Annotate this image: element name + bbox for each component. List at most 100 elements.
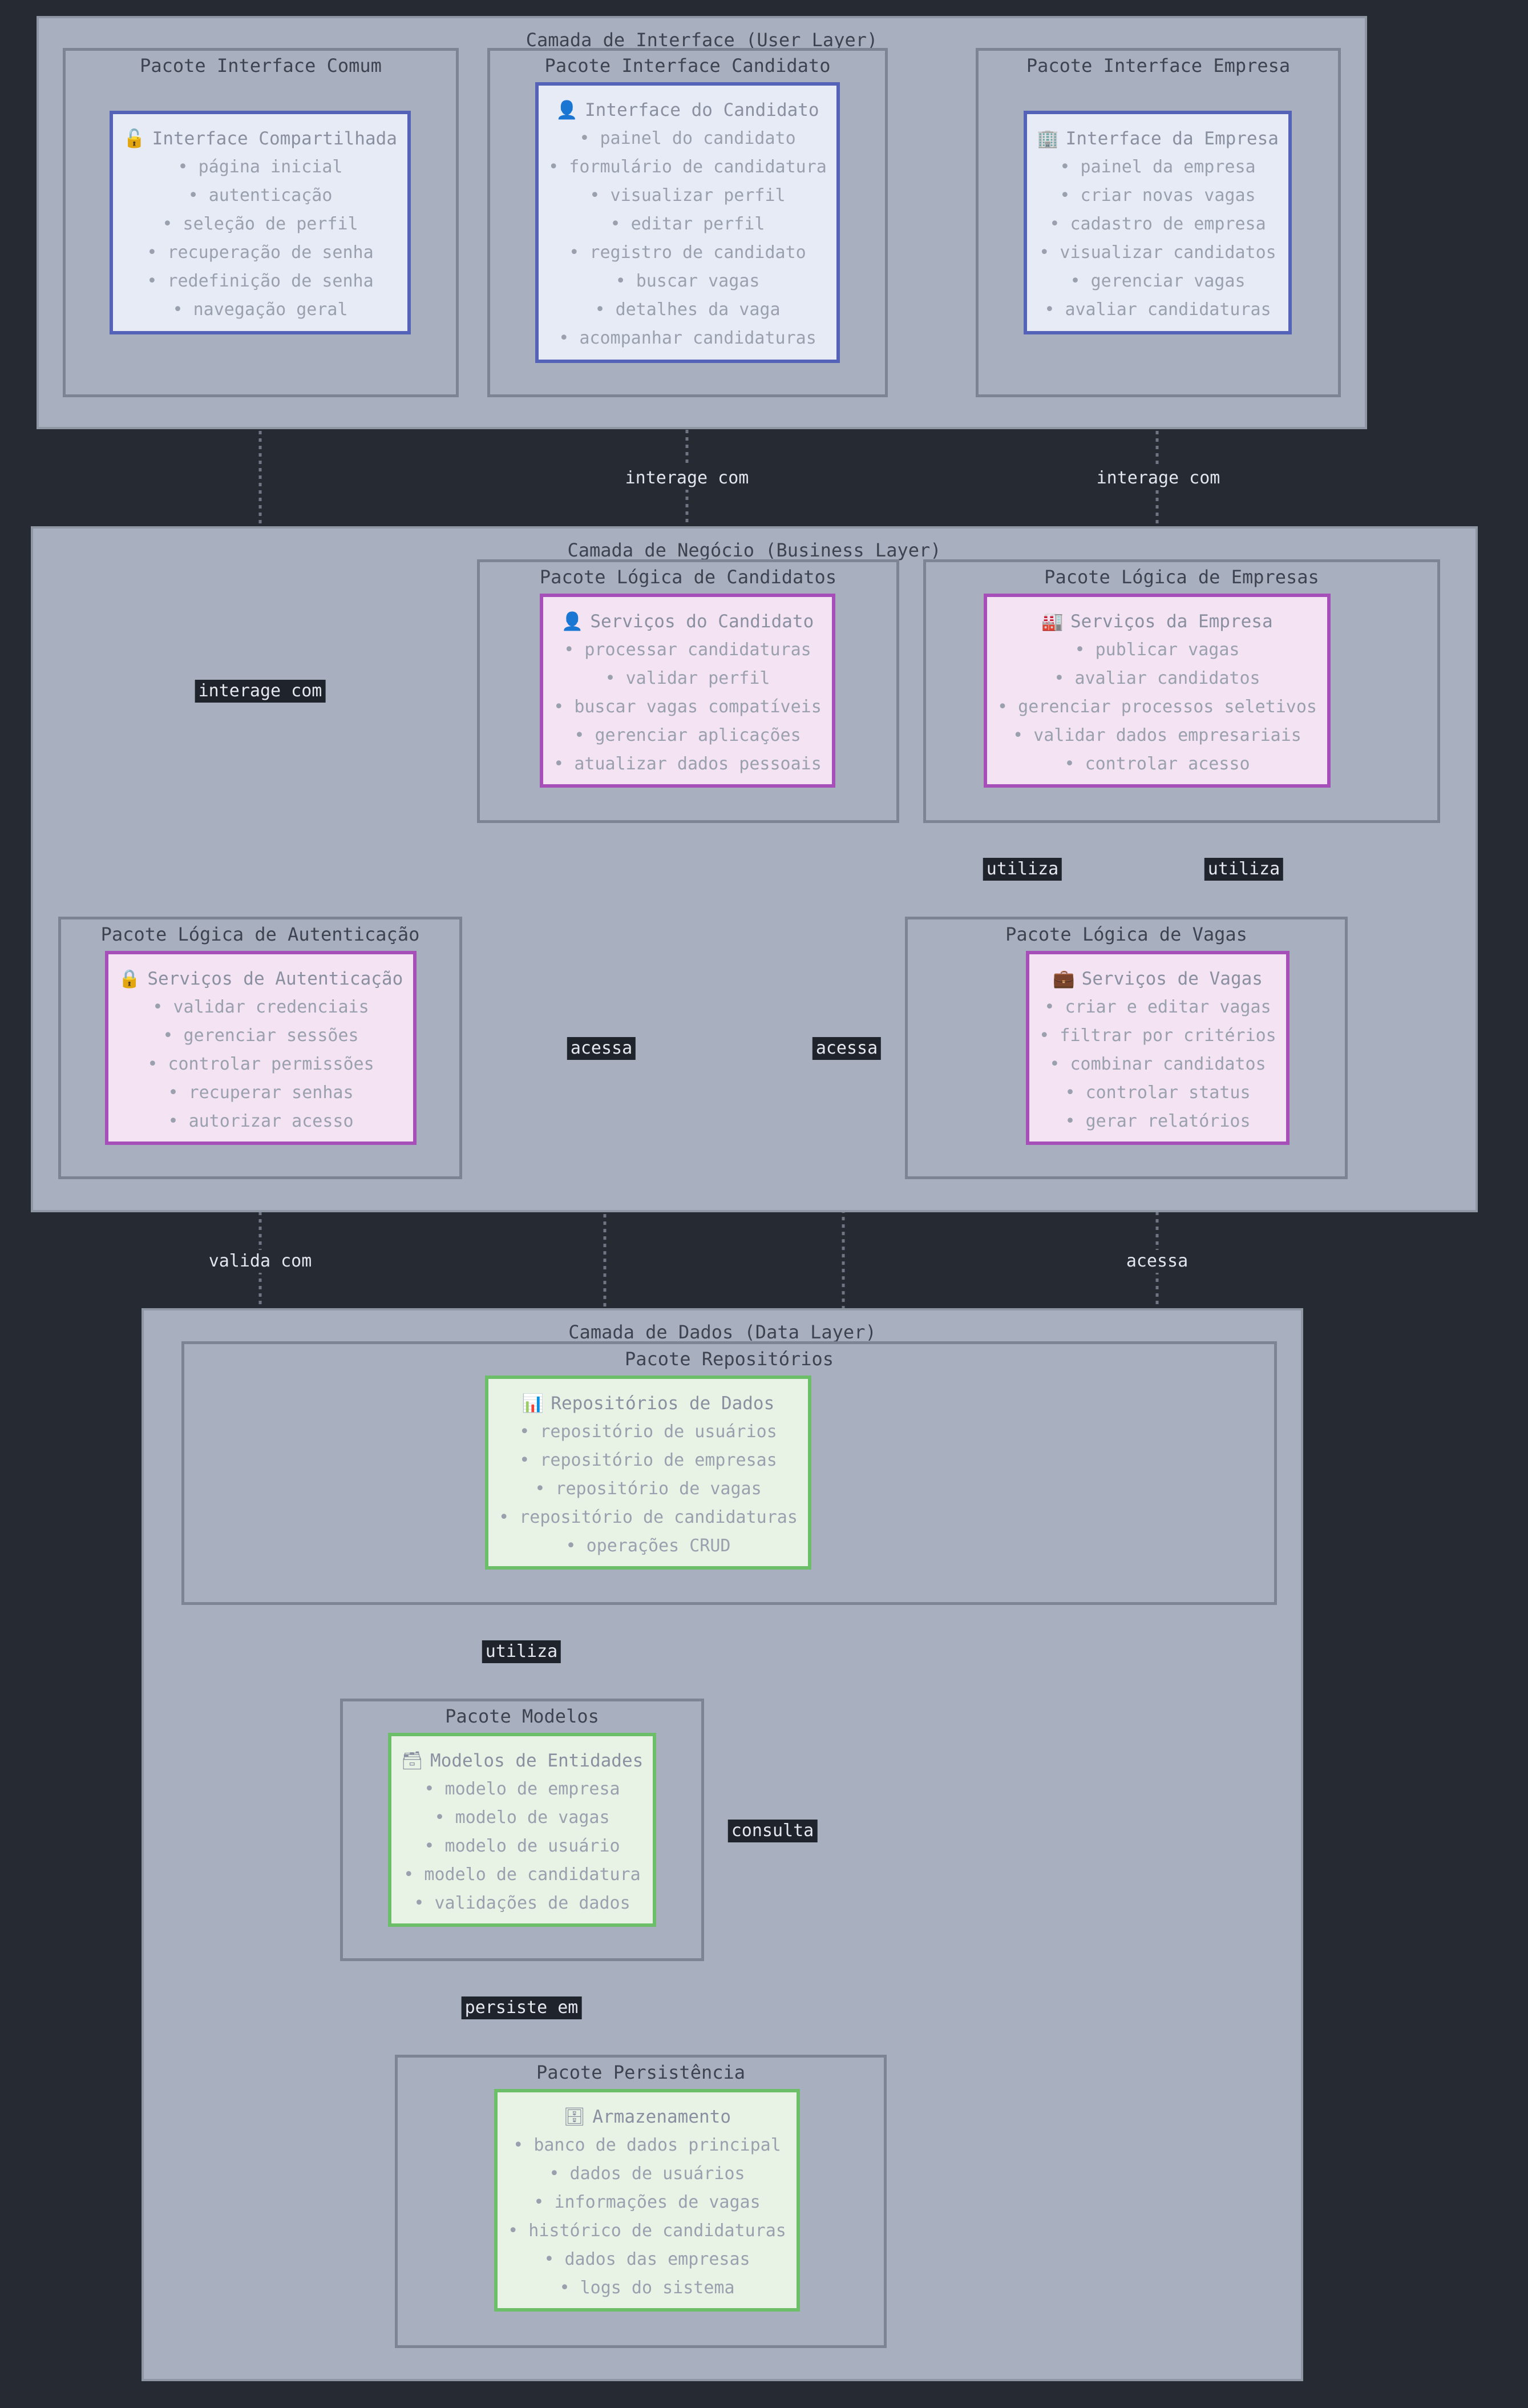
node-item: buscar vagas: [539, 267, 836, 296]
node-item: recuperar senhas: [108, 1079, 413, 1107]
node-item: modelo de vagas: [391, 1804, 653, 1832]
node-item: cadastro de empresa: [1027, 210, 1288, 239]
node-title: 🏢Interface da Empresa: [1027, 124, 1288, 153]
node-servicos-candidato: 👤 Serviços do Candidato processar candidat…: [540, 594, 835, 788]
node-title-text: Interface Compartilhada: [152, 128, 397, 149]
node-title-text: Interface do Candidato: [585, 100, 819, 120]
node-servicos-vagas: 💼 Serviços de Vagas criar e editar vagasfi…: [1026, 951, 1289, 1145]
node-item: gerenciar sessões: [108, 1022, 413, 1050]
package-title: Pacote Interface Comum: [140, 55, 382, 76]
node-item: publicar vagas: [987, 636, 1327, 664]
node-item: avaliar candidatos: [987, 664, 1327, 693]
package-interface-candidato: Pacote Interface Candidato: [487, 48, 888, 397]
node-item: gerar relatórios: [1029, 1107, 1286, 1136]
node-item: repositório de usuários: [488, 1418, 808, 1446]
node-item: banco de dados principal: [498, 2131, 797, 2160]
node-item: formulário de candidatura: [539, 153, 836, 181]
package-title: Pacote Modelos: [445, 1705, 599, 1727]
package-title: Pacote Repositórios: [624, 1348, 834, 1370]
node-item: repositório de vagas: [488, 1475, 808, 1503]
node-title-text: Serviços de Autenticação: [147, 969, 403, 989]
node-item: página inicial: [113, 153, 407, 181]
node-title-text: Serviços do Candidato: [590, 611, 814, 632]
node-item: combinar candidatos: [1029, 1050, 1286, 1079]
layer-interface-title: Camada de Interface (User Layer): [525, 29, 878, 51]
package-title: Pacote Interface Empresa: [1026, 55, 1291, 76]
node-item: gerenciar vagas: [1027, 267, 1288, 296]
node-item-list: banco de dados principaldados de usuário…: [498, 2131, 797, 2302]
node-title: 🗃Modelos de Entidades: [391, 1746, 653, 1775]
node-title: 👤 Interface do Candidato: [539, 96, 836, 124]
node-servicos-autenticacao: 🔒Serviços de Autenticaçãovalidar credenc…: [105, 951, 417, 1145]
node-item: validações de dados: [391, 1889, 653, 1918]
node-item: operações CRUD: [488, 1532, 808, 1560]
node-item: modelo de candidatura: [391, 1861, 653, 1889]
edge-label-comum-interage: interage com: [195, 680, 326, 703]
node-interface-compartilhada: 🔓Interface Compartilhadapágina inicialau…: [110, 111, 411, 334]
node-armazenamento: 🗄Armazenamentobanco de dados principalda…: [494, 2089, 800, 2312]
person-icon: 👤: [556, 100, 578, 120]
node-item: validar dados empresariais: [987, 721, 1327, 750]
package-persistencia: Pacote Persistência: [395, 2055, 887, 2348]
node-item: acompanhar candidaturas: [539, 324, 836, 353]
edge-label-cand-acessa: acessa: [567, 1037, 636, 1060]
node-title: 🔒Serviços de Autenticação: [108, 965, 413, 993]
edge-label-repos-consulta: consulta: [727, 1820, 818, 1842]
edge-label-emp-acessa: acessa: [812, 1037, 882, 1060]
node-item: modelo de empresa: [391, 1775, 653, 1804]
node-item: processar candidaturas: [543, 636, 832, 664]
node-item: repositório de empresas: [488, 1446, 808, 1475]
node-item: controlar status: [1029, 1079, 1286, 1107]
node-item-list: painel do candidatoformulário de candida…: [539, 124, 836, 353]
node-item: controlar permissões: [108, 1050, 413, 1079]
node-item: editar perfil: [539, 210, 836, 239]
node-item: gerenciar processos seletivos: [987, 693, 1327, 721]
node-title: 🏭Serviços da Empresa: [987, 607, 1327, 636]
edge-label-repos-utiliza: utiliza: [482, 1640, 561, 1663]
edge-label-cand-interage: interage com: [621, 467, 753, 490]
node-title: 👤 Serviços do Candidato: [543, 607, 832, 636]
package-interface-comum: Pacote Interface Comum: [63, 48, 459, 397]
node-title: 🗄Armazenamento: [498, 2103, 797, 2131]
bar-chart-icon: 📊: [522, 1393, 544, 1414]
node-item: painel da empresa: [1027, 153, 1288, 181]
package-logica-autenticacao: Pacote Lógica de Autenticação: [58, 917, 462, 1179]
package-logica-vagas: Pacote Lógica de Vagas: [905, 917, 1348, 1179]
node-title-text: Serviços de Vagas: [1081, 969, 1263, 989]
node-item: informações de vagas: [498, 2188, 797, 2217]
layer-business-title: Camada de Negócio (Business Layer): [567, 539, 941, 561]
node-servicos-empresa: 🏭Serviços da Empresapublicar vagasavalia…: [984, 594, 1331, 788]
node-item: repositório de candidaturas: [488, 1503, 808, 1532]
unlock-icon: 🔓: [123, 128, 145, 149]
package-title: Pacote Interface Candidato: [544, 55, 831, 76]
office-building-icon: 🏢: [1037, 128, 1059, 149]
node-item: gerenciar aplicações: [543, 721, 832, 750]
node-item-list: modelo de empresamodelo de vagas modelo d…: [391, 1775, 653, 1918]
package-modelos: Pacote Modelos: [340, 1699, 704, 1961]
node-item-list: criar e editar vagasfiltrar por critério…: [1029, 993, 1286, 1136]
node-item-list: repositório de usuáriosrepositório de em…: [488, 1418, 808, 1560]
package-title: Pacote Lógica de Candidatos: [539, 566, 837, 588]
package-title: Pacote Persistência: [536, 2062, 746, 2083]
node-interface-empresa: 🏢Interface da Empresapainel da empresacr…: [1024, 111, 1292, 334]
node-item: dados das empresas: [498, 2245, 797, 2274]
package-logica-empresas: Pacote Lógica de Empresas: [923, 559, 1440, 823]
edge-label-vagas-acessa: acessa: [1122, 1250, 1192, 1273]
node-item: dados de usuários: [498, 2160, 797, 2188]
node-item: criar novas vagas: [1027, 181, 1288, 210]
package-logica-candidatos: Pacote Lógica de Candidatos: [477, 559, 899, 823]
package-repositorios: Pacote Repositórios: [181, 1341, 1277, 1605]
file-cabinet-icon: 🗄: [563, 2107, 586, 2127]
node-title-text: Serviços da Empresa: [1070, 611, 1273, 632]
briefcase-icon: 💼: [1053, 969, 1075, 989]
edge-label-modelos-persiste: persiste em: [461, 1996, 582, 2019]
node-modelos-entidades: 🗃Modelos de Entidadesmodelo de empresamo…: [388, 1733, 656, 1927]
edge-label-emp-interage: interage com: [1093, 467, 1224, 490]
node-item: filtrar por critérios: [1029, 1022, 1286, 1050]
node-item: histórico de candidaturas: [498, 2217, 797, 2245]
node-item-list: painel da empresacriar novas vagascadast…: [1027, 153, 1288, 324]
node-item-list: validar credenciaisgerenciar sessõescont…: [108, 993, 413, 1136]
person-icon: 👤: [561, 611, 584, 632]
package-title: Pacote Lógica de Autenticação: [100, 923, 420, 945]
